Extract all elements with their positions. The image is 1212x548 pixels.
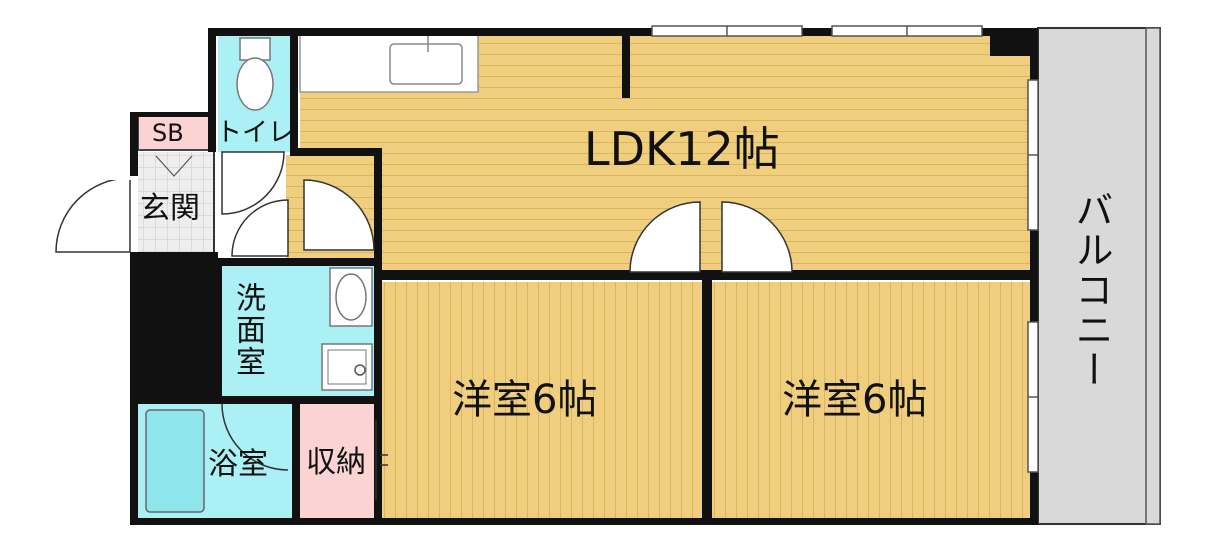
washroom-label: 洗面室 — [230, 282, 265, 378]
balcony — [1037, 27, 1161, 525]
western-room-2-floor — [712, 282, 1030, 518]
kitchen-counter — [299, 33, 479, 93]
entrance-floor — [138, 152, 214, 252]
balcony-label: バルコニー — [1069, 190, 1113, 390]
western-room-1-floor — [380, 282, 702, 518]
entrance-mark — [155, 155, 193, 177]
doors — [55, 151, 793, 471]
storage-door — [375, 420, 388, 500]
walls — [130, 28, 1038, 525]
bathroom-label: 浴室 — [208, 447, 268, 482]
pipe-shaft — [130, 252, 218, 402]
washroom-area — [220, 266, 374, 396]
bathroom-area — [138, 404, 292, 518]
entrance-label: 玄関 — [140, 191, 200, 226]
toilet-label: トイレ — [216, 118, 295, 148]
windows — [651, 25, 1039, 473]
ldk-label: LDK12帖 — [584, 122, 780, 176]
western-room-1-label: 洋室6帖 — [452, 377, 598, 423]
western-room-2-label: 洋室6帖 — [782, 377, 928, 423]
toilet-area — [218, 34, 290, 152]
shoebox-label: SB — [152, 119, 184, 147]
storage-area — [300, 404, 378, 518]
storage-label: 収納 — [306, 445, 366, 480]
